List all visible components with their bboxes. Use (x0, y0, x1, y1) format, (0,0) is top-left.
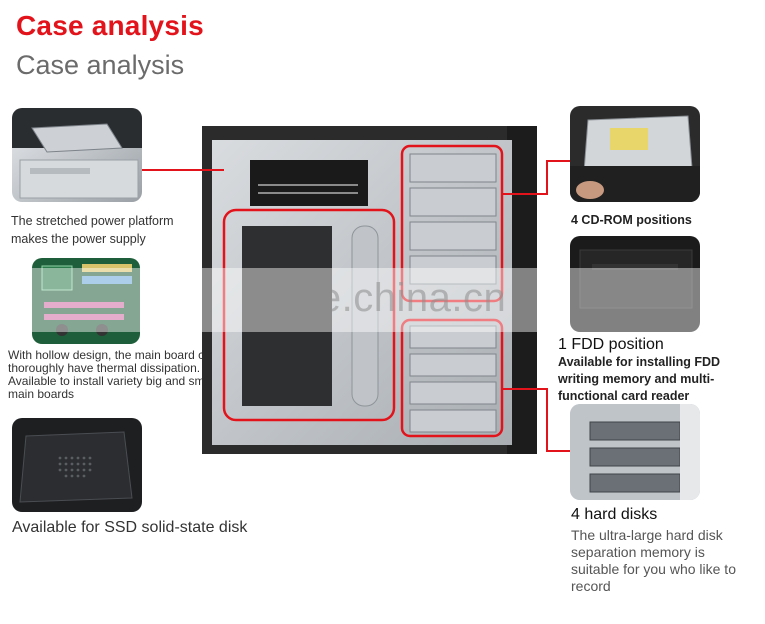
hdd-title: 4 hard disks (571, 506, 658, 523)
power-platform-photo (12, 108, 142, 202)
hdd-desc: The ultra-large hard disk separation mem… (571, 527, 736, 594)
connector-hdd-h2 (546, 450, 570, 452)
cdrom-photo (570, 106, 700, 202)
connector-cdrom-h2 (546, 160, 570, 162)
connector-cdrom-h (503, 193, 548, 195)
watermark-band (0, 268, 765, 332)
connector-power (142, 169, 224, 171)
fdd-photo (570, 236, 700, 332)
cdrom-label: 4 CD-ROM positions (571, 213, 692, 227)
fdd-title: 1 FDD position (558, 336, 664, 353)
title-primary: Case analysis (16, 10, 204, 41)
connector-cdrom-v (546, 160, 548, 195)
case-interior-photo (202, 126, 537, 454)
title-secondary: Case analysis (16, 50, 185, 80)
ssd-text: Available for SSD solid-state disk (12, 519, 248, 536)
ssd-bay-photo (12, 418, 142, 512)
connector-hdd-h (503, 388, 548, 390)
motherboard-text: With hollow design, the main board can t… (8, 348, 217, 401)
motherboard-photo (32, 258, 140, 344)
connector-hdd-v (546, 388, 548, 452)
watermark-text: trade.china.cn (248, 276, 507, 320)
fdd-desc: Available for installing FDD writing mem… (558, 355, 721, 403)
power-platform-text: The stretched power platform makes the p… (11, 214, 174, 246)
hdd-photo (570, 404, 700, 500)
